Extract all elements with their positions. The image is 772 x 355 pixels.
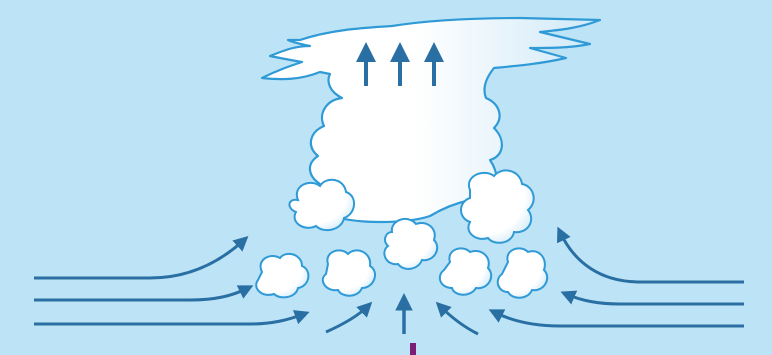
marker: [410, 343, 416, 355]
